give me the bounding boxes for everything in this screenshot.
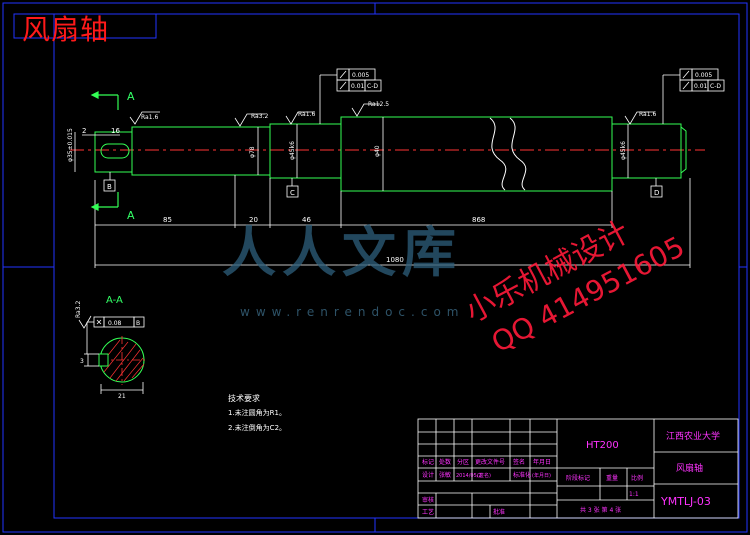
dim-phi-left: φ35±0.015: [67, 128, 74, 162]
tol-left-value: 0.005: [352, 72, 369, 79]
tb-scale: 1:1: [629, 491, 639, 498]
notes-line-2: 2.未注倒角为C2。: [228, 423, 286, 432]
tb-row1-a: 标记: [422, 458, 434, 466]
roughness-2: Ra3.2: [251, 113, 268, 120]
break-lines: [489, 117, 527, 191]
tol-key-ref: B: [136, 320, 140, 327]
drawing-title: 风扇轴: [22, 13, 110, 46]
roughness-3: Ra1.6: [298, 111, 315, 118]
tb-row1-b: 处数: [439, 458, 451, 466]
tb-row2-b: 张敏: [439, 471, 451, 479]
dim-phi-c: φ45k6: [289, 141, 296, 160]
tb-material: HT200: [586, 440, 619, 451]
dim-1080: 1080: [386, 256, 404, 264]
tb-row1-c: 分区: [457, 458, 469, 466]
tb-stage: 阶段标记: [566, 474, 590, 482]
dim-21: 21: [118, 393, 126, 400]
roughness-symbols: [78, 103, 655, 329]
tb-row1-f: 年月日: [533, 458, 551, 466]
frame-ticks: [3, 3, 747, 532]
tol-right-value: 0.005: [695, 72, 712, 79]
tolerance-frames-left: [319, 68, 382, 124]
tb-row1-d: 更改文件号: [475, 458, 505, 466]
roughness-5: Ra1.6: [639, 111, 656, 118]
dim-46: 46: [302, 216, 311, 224]
tol-left-ref: C-D: [367, 83, 378, 90]
datum-c: C: [290, 189, 295, 197]
keyway: [100, 143, 130, 159]
notes-heading: 技术要求: [228, 393, 260, 403]
tb-row2-e: (年月日): [532, 472, 551, 479]
dim-85: 85: [163, 216, 172, 224]
tb-sheet-info: 共 3 张 第 4 张: [580, 506, 621, 514]
tb-row2-c: 2014/05/2: [456, 473, 482, 479]
dim-868: 868: [472, 216, 485, 224]
tolerance-frames-right: [662, 68, 725, 124]
tb-org: 江西农业大学: [666, 430, 720, 442]
dim-phi-mid: φ40: [374, 145, 381, 157]
tb-ratio: 比例: [631, 474, 643, 482]
dimension-lines: [74, 117, 691, 268]
dim-phi78: φ78: [249, 146, 256, 158]
datum-b: B: [107, 183, 112, 191]
tol-right-value2: 0.01: [694, 83, 708, 90]
tb-row2-sign: (签名): [477, 472, 491, 479]
watermark-site: www.renrendoc.com: [240, 305, 465, 319]
tb-row1-e: 签名: [513, 458, 525, 466]
datum-d: D: [654, 189, 659, 197]
tb-weight: 重量: [606, 474, 618, 482]
watermark-big: 人人文库: [222, 220, 462, 284]
inner-frame: [53, 13, 740, 519]
section-label-a-bottom: A: [127, 209, 135, 222]
tol-key-value: 0.08: [108, 320, 122, 327]
section-arrows: [90, 91, 119, 211]
tb-process: 工艺: [422, 508, 434, 516]
title-block-grid: [417, 418, 739, 519]
tol-left-value2: 0.01: [351, 83, 365, 90]
section-label-a-top: A: [127, 90, 135, 103]
section-view-title: A-A: [106, 295, 123, 306]
shaft-outline: [94, 116, 687, 192]
tb-row2-d: 标准化: [513, 471, 531, 479]
notes-line-1: 1.未注圆角为R1。: [228, 408, 286, 417]
tb-drawing-no: YMTLJ-03: [660, 495, 711, 508]
roughness-1: Ra1.6: [141, 114, 158, 121]
dim-phi-d: φ45k6: [620, 141, 627, 160]
dim-3: 3: [80, 358, 84, 365]
dim-16: 16: [111, 127, 120, 135]
title-box: [13, 13, 157, 39]
tol-right-ref: C-D: [710, 83, 721, 90]
dim-2: 2: [82, 127, 86, 135]
tb-check: 审核: [422, 496, 434, 504]
roughness-6: Ra3.2: [75, 301, 82, 318]
dim-20: 20: [249, 216, 258, 224]
tb-row2-a: 设计: [422, 471, 434, 479]
tb-part-name: 风扇轴: [676, 462, 703, 474]
section-view: 0.08 B 3 21: [80, 316, 146, 400]
datum-boxes: [103, 172, 663, 198]
roughness-4: Ra12.5: [368, 101, 389, 108]
tb-approve: 批准: [493, 508, 505, 516]
